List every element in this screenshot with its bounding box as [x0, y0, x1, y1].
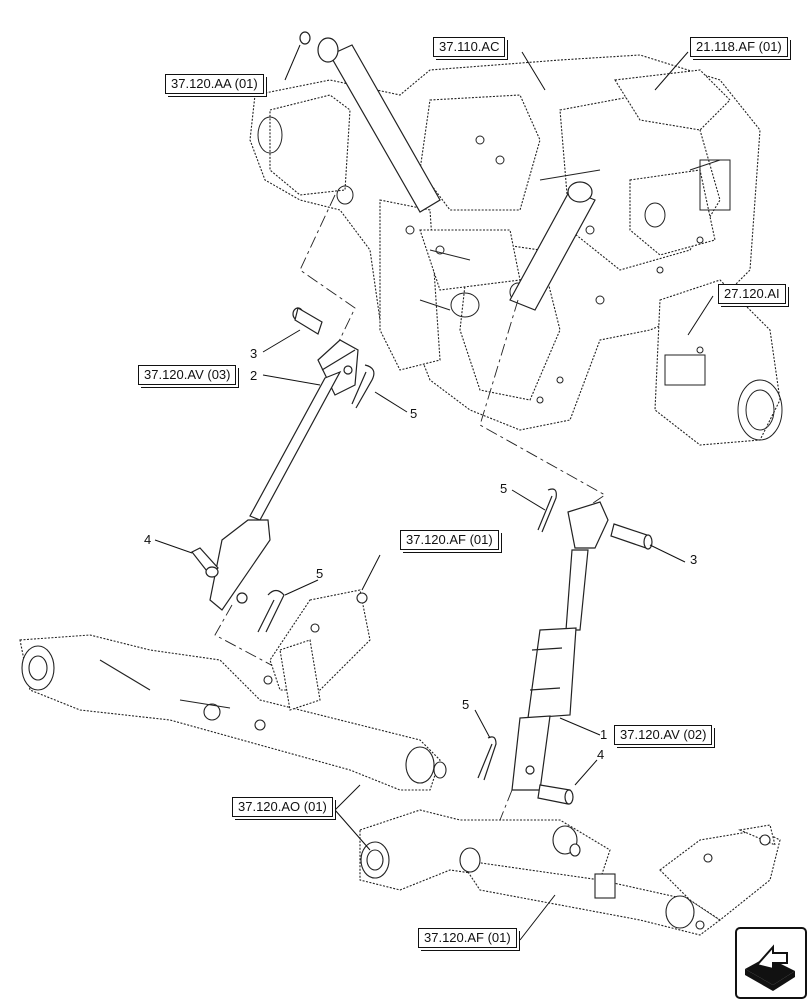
- ref-27-120-ai[interactable]: 27.120.AI: [718, 284, 786, 304]
- ref-37-120-ao-01[interactable]: 37.120.AO (01): [232, 797, 333, 817]
- callout-right-rod-1: 1: [600, 727, 608, 742]
- upper-link-rod: [299, 31, 441, 213]
- lower-link-right-details: [360, 825, 771, 930]
- callout-right-pin-4: 4: [597, 747, 605, 762]
- callout-left-pin-4: 4: [144, 532, 152, 547]
- left-pin-4: [191, 547, 219, 578]
- lift-arm: [509, 181, 596, 311]
- callout-left-rod-2: 2: [250, 368, 258, 383]
- callout-right-clip-5: 5: [500, 481, 508, 496]
- ref-21-118-af-01[interactable]: 21.118.AF (01): [690, 37, 788, 57]
- ref-37-120-av-03[interactable]: 37.120.AV (03): [138, 365, 237, 385]
- ref-37-120-av-02[interactable]: 37.120.AV (02): [614, 725, 713, 745]
- left-lift-rod: [209, 339, 359, 611]
- callout-left-pin-3: 3: [250, 346, 258, 361]
- left-clip-5b: [257, 589, 285, 633]
- callout-right-pin-3: 3: [690, 552, 698, 567]
- leader-lines: [154, 44, 714, 941]
- left-clip-5: [351, 364, 375, 409]
- callout-right-clip-5b: 5: [462, 697, 470, 712]
- next-page-button[interactable]: [735, 927, 807, 999]
- right-clip-5: [537, 488, 557, 533]
- ref-37-120-af-01-mid[interactable]: 37.120.AF (01): [400, 530, 499, 550]
- next-page-arrow-icon: [745, 944, 795, 991]
- left-pin-3: [292, 307, 323, 335]
- ref-37-110-ac[interactable]: 37.110.AC: [433, 37, 506, 57]
- ref-37-120-af-01-bottom[interactable]: 37.120.AF (01): [418, 928, 517, 948]
- lower-link-arm-right: [359, 809, 781, 936]
- right-clip-5b: [477, 736, 497, 781]
- transmission-housing: [249, 54, 781, 446]
- right-lift-rod: [511, 501, 609, 791]
- right-pin-3: [610, 523, 653, 550]
- callout-left-clip-5: 5: [410, 406, 418, 421]
- lower-link-left-details: [21, 592, 447, 784]
- right-pin-4: [537, 784, 574, 805]
- lower-link-arm-left: [19, 589, 441, 791]
- callout-left-clip-5b: 5: [316, 566, 324, 581]
- ref-37-120-aa-01[interactable]: 37.120.AA (01): [165, 74, 264, 94]
- assembly-center-lines: [214, 194, 606, 841]
